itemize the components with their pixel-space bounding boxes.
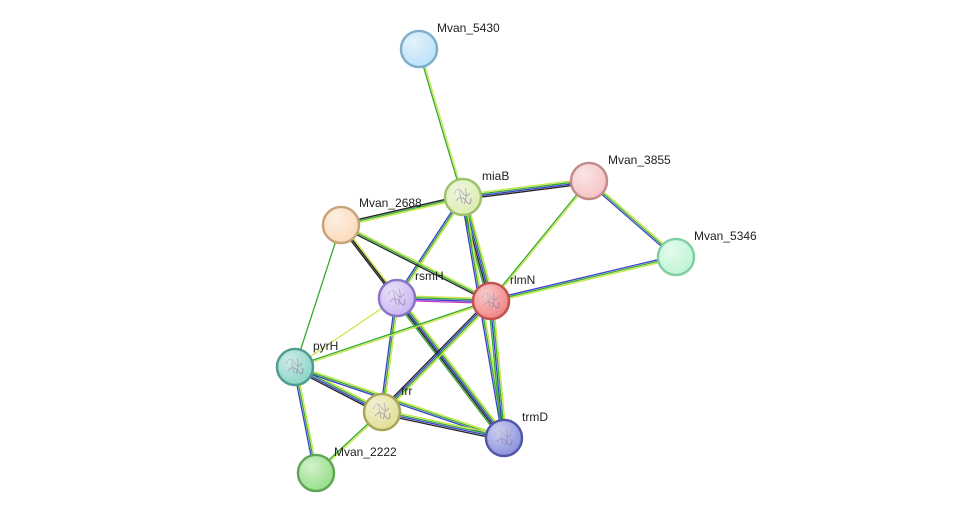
- node-highlight: [278, 350, 312, 384]
- node-rlmn[interactable]: rlmN: [471, 273, 535, 321]
- edge-rlmn-frr[interactable]: [379, 298, 494, 415]
- node-highlight: [324, 208, 358, 242]
- edge-evidence-line: [490, 254, 676, 301]
- node-label: Mvan_2222: [334, 445, 397, 459]
- edge-evidence-line: [462, 177, 589, 196]
- edge-evidence-line: [491, 257, 677, 304]
- node-label: Mvan_5430: [437, 21, 500, 35]
- edge-evidence-line: [490, 256, 677, 302]
- node-miab[interactable]: miaB: [443, 169, 509, 217]
- node-label: Mvan_5346: [694, 229, 757, 243]
- edge-evidence-line: [382, 410, 505, 438]
- edge-mvan_3855-rlmn[interactable]: [489, 180, 591, 302]
- edge-rsmh-pyrh[interactable]: [294, 297, 398, 368]
- node-highlight: [487, 421, 521, 455]
- edge-frr-trmd[interactable]: [381, 409, 505, 441]
- edge-evidence-line: [382, 301, 493, 414]
- node-highlight: [446, 180, 480, 214]
- edge-evidence-line: [395, 298, 504, 440]
- edge-evidence-line: [381, 413, 504, 441]
- edge-evidence-line: [397, 197, 465, 300]
- node-mvan_5430[interactable]: Mvan_5430: [399, 21, 500, 69]
- edge-mvan_5430-miab[interactable]: [417, 48, 465, 198]
- edge-evidence-line: [463, 182, 590, 201]
- node-rsmh[interactable]: rsmH: [377, 269, 444, 318]
- edge-miab-mvan_3855[interactable]: [462, 177, 590, 201]
- edge-rlmn-trmd[interactable]: [487, 300, 508, 439]
- node-label: miaB: [482, 169, 509, 183]
- node-highlight: [380, 281, 414, 315]
- node-highlight: [365, 395, 399, 429]
- edge-evidence-line: [395, 195, 463, 298]
- node-pyrh[interactable]: pyrH: [275, 339, 338, 387]
- edge-layer: [292, 48, 678, 475]
- edge-evidence-line: [492, 300, 508, 438]
- node-label: rsmH: [415, 269, 444, 283]
- edge-evidence-line: [489, 301, 504, 439]
- node-frr[interactable]: frr: [362, 384, 412, 432]
- node-mvan_3855[interactable]: Mvan_3855: [569, 153, 671, 201]
- edge-evidence-line: [588, 180, 677, 258]
- node-highlight: [402, 32, 436, 66]
- edge-evidence-line: [380, 299, 491, 412]
- edge-evidence-line: [341, 222, 493, 301]
- edge-evidence-line: [589, 179, 678, 257]
- node-label: trmD: [522, 410, 548, 424]
- edge-mvan_2688-rlmn[interactable]: [339, 222, 493, 304]
- edge-evidence-line: [417, 49, 463, 198]
- edge-evidence-line: [489, 180, 589, 301]
- edge-evidence-line: [491, 300, 506, 438]
- edge-evidence-line: [587, 181, 676, 259]
- edge-evidence-line: [381, 412, 504, 440]
- edge-evidence-line: [382, 409, 505, 437]
- node-mvan_2222[interactable]: Mvan_2222: [296, 445, 397, 493]
- edge-evidence-line: [393, 299, 502, 441]
- edge-evidence-line: [396, 297, 505, 439]
- edge-evidence-line: [294, 299, 491, 367]
- edge-evidence-line: [462, 179, 589, 197]
- edge-evidence-line: [463, 181, 590, 199]
- edge-evidence-line: [294, 297, 398, 368]
- node-label: pyrH: [313, 339, 338, 353]
- edge-mvan_5346-rlmn[interactable]: [490, 254, 677, 304]
- edge-evidence-line: [397, 296, 506, 438]
- edge-evidence-line: [340, 196, 464, 226]
- node-label: Mvan_3855: [608, 153, 671, 167]
- edge-evidence-line: [341, 197, 464, 228]
- node-trmd[interactable]: trmD: [484, 410, 548, 458]
- edge-evidence-line: [396, 196, 464, 299]
- edge-evidence-line: [294, 224, 342, 368]
- node-highlight: [659, 240, 693, 274]
- edge-miab-rsmh[interactable]: [395, 195, 465, 300]
- edge-evidence-line: [294, 366, 505, 439]
- node-highlight: [474, 284, 508, 318]
- node-mvan_2688[interactable]: Mvan_2688: [321, 196, 422, 245]
- edge-evidence-line: [340, 224, 492, 302]
- edge-miab-mvan_2688[interactable]: [340, 194, 464, 228]
- edge-evidence-line: [491, 181, 591, 302]
- edge-rsmh-trmd[interactable]: [393, 295, 508, 441]
- edge-evidence-line: [383, 302, 494, 415]
- node-label: rlmN: [510, 273, 535, 287]
- node-highlight: [572, 164, 606, 198]
- edge-evidence-line: [419, 48, 465, 197]
- edge-evidence-line: [295, 364, 505, 438]
- edge-evidence-line: [399, 295, 508, 437]
- edge-mvan_3855-mvan_5346[interactable]: [587, 179, 678, 259]
- edge-evidence-line: [339, 225, 491, 304]
- edge-evidence-line: [487, 301, 503, 439]
- node-mvan_5346[interactable]: Mvan_5346: [656, 229, 757, 277]
- edge-evidence-line: [295, 301, 492, 369]
- node-label: Mvan_2688: [359, 196, 422, 210]
- node-highlight: [299, 456, 333, 490]
- edge-rlmn-pyrh[interactable]: [294, 299, 492, 369]
- edge-evidence-line: [340, 194, 463, 225]
- edge-evidence-line: [379, 298, 490, 411]
- edge-mvan_2688-pyrh[interactable]: [294, 224, 342, 368]
- node-layer: Mvan_5430 miaB Mvan_3855Mvan_2688Mvan_5346…: [275, 21, 757, 493]
- node-label: frr: [401, 384, 412, 398]
